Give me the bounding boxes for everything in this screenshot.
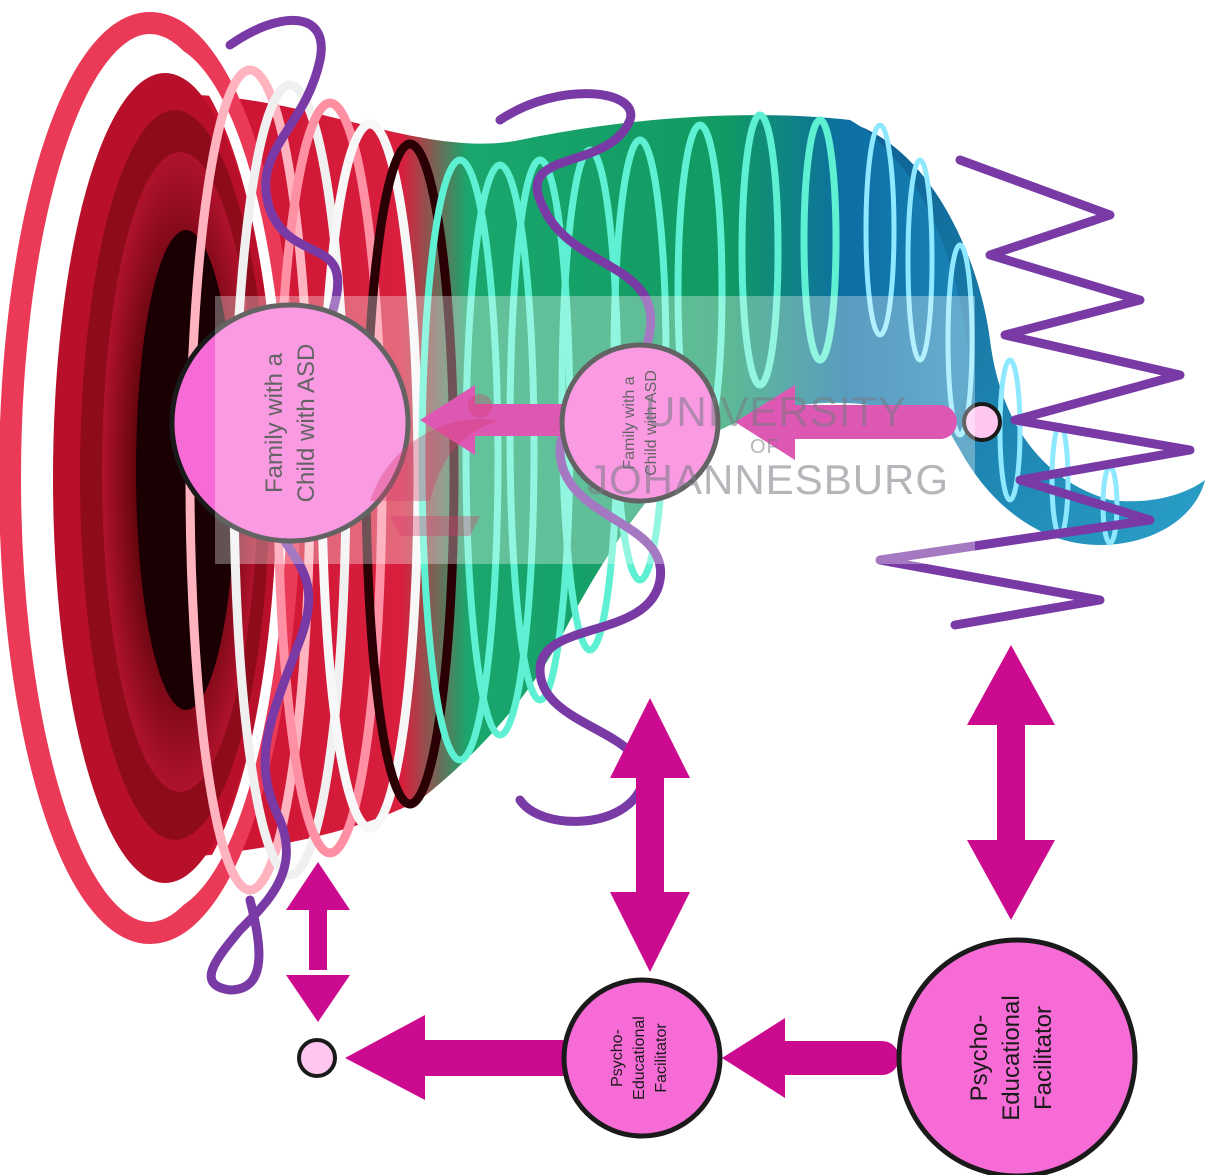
facilitator-small-line1: Psycho-: [609, 1029, 626, 1087]
double-arrow-right: [967, 645, 1055, 920]
double-arrow-left: [286, 862, 350, 1022]
arrow-small-facilitator-to-dot: [345, 1015, 562, 1100]
facilitator-small-line2: Educational: [631, 1016, 648, 1100]
endpoint-dot-bottom: [299, 1040, 335, 1076]
node-facilitator-small[interactable]: Psycho- Educational Facilitator: [564, 980, 720, 1136]
arrow-large-to-small-facilitator: [722, 1018, 882, 1098]
facilitator-small-line3: Facilitator: [653, 1023, 670, 1093]
watermark-line3: JOHANNESBURG: [587, 456, 949, 504]
node-facilitator-large[interactable]: Psycho- Educational Facilitator: [899, 940, 1135, 1175]
facilitator-large-line3: Facilitator: [1030, 1006, 1057, 1110]
facilitator-large-line2: Educational: [998, 995, 1025, 1120]
watermark-line1: UNIVERSITY: [645, 388, 907, 436]
watermark-crest-icon: [330, 351, 530, 551]
facilitator-large-line1: Psycho-: [966, 1015, 993, 1102]
watermark-overlay: UNIVERSITY OF JOHANNESBURG: [215, 296, 975, 564]
double-arrow-middle: [610, 698, 690, 972]
